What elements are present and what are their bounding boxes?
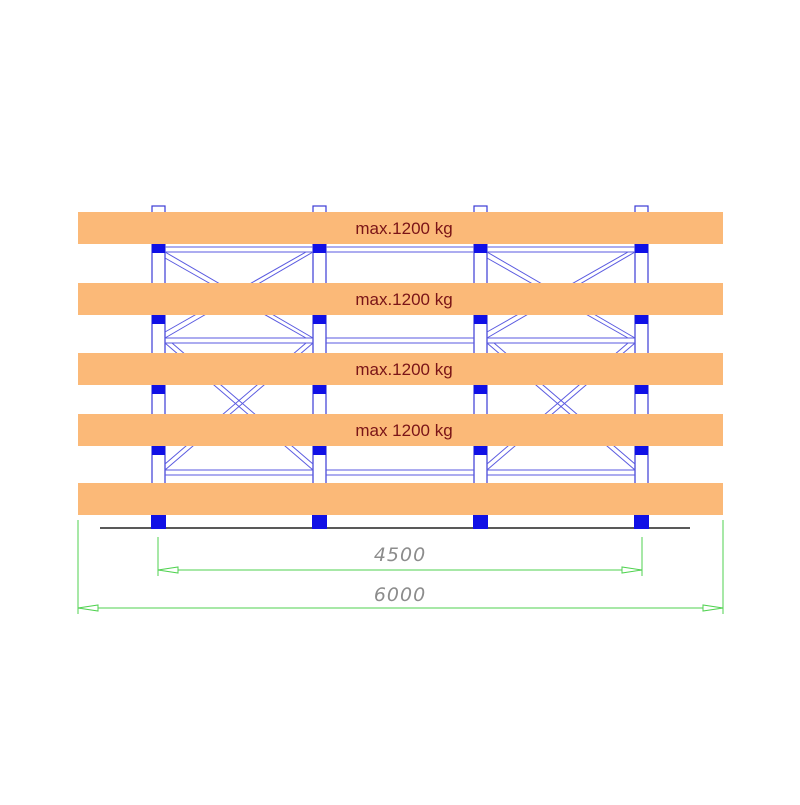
base-plate-3 — [473, 515, 488, 529]
horizontal-bracing — [165, 246, 635, 476]
load-board-4 — [78, 414, 723, 446]
load-labels: max.1200 kg max.1200 kg max.1200 kg max … — [355, 219, 452, 440]
load-board-3 — [78, 353, 723, 385]
load-board-2 — [78, 283, 723, 315]
dimension-label-outer: 6000 — [374, 584, 426, 606]
arm-blocks — [151, 244, 649, 529]
load-label-level-2: max.1200 kg — [355, 290, 452, 309]
load-label-level-1: max.1200 kg — [355, 219, 452, 238]
base-plate-2 — [312, 515, 327, 529]
load-board-5 — [78, 483, 723, 515]
base-plate-4 — [634, 515, 649, 529]
dimension-lines — [77, 520, 724, 614]
load-label-level-4: max 1200 kg — [355, 421, 452, 440]
load-boards — [78, 212, 723, 515]
load-label-level-3: max.1200 kg — [355, 360, 452, 379]
base-plate-1 — [151, 515, 166, 529]
dimension-label-inner: 4500 — [374, 544, 426, 566]
load-board-1 — [78, 212, 723, 244]
